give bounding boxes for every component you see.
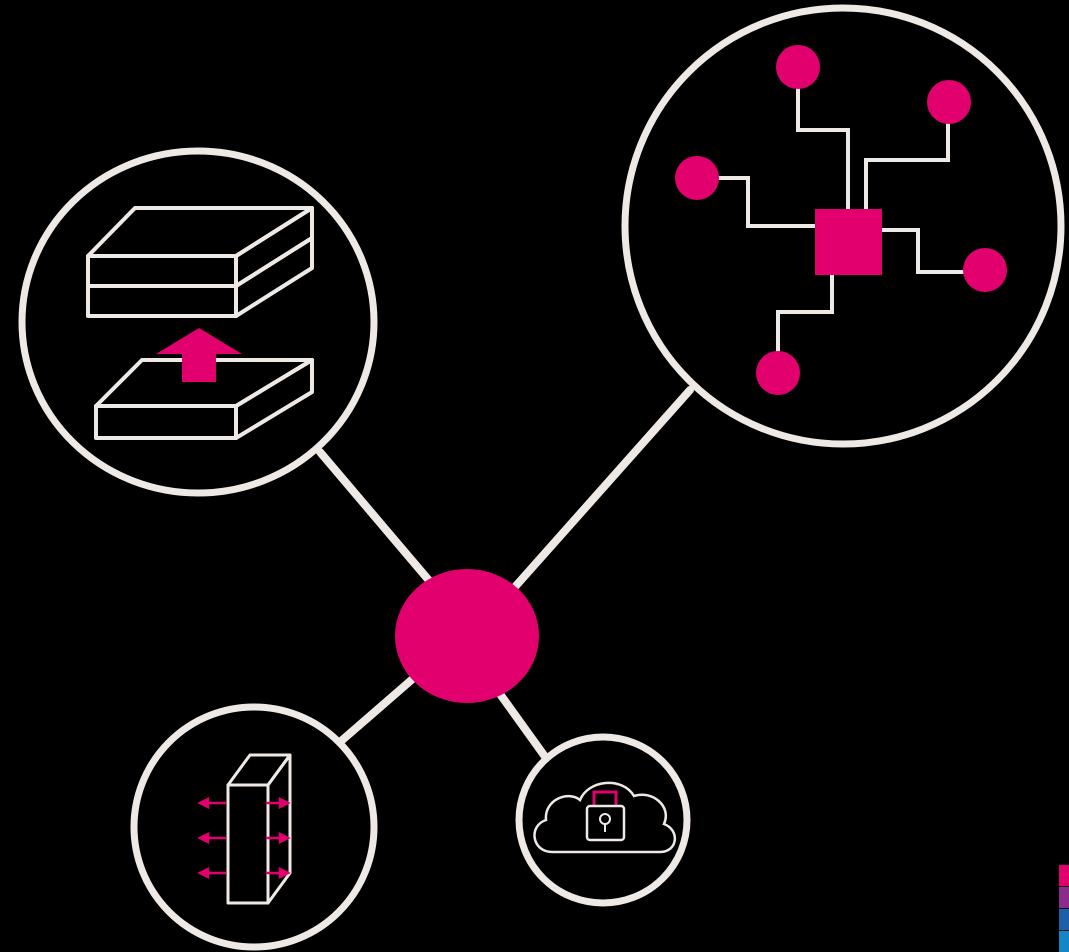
- network-endpoint-1: [776, 45, 820, 89]
- central-hub-dot[interactable]: [395, 569, 539, 703]
- connector-network: [510, 386, 694, 592]
- node-firewall[interactable]: [130, 703, 378, 951]
- stacked-layers-upgrade-icon: [86, 206, 314, 440]
- lock-shackle: [592, 790, 618, 808]
- swatch-magenta: [1059, 864, 1069, 886]
- cloud-outline: [533, 781, 676, 854]
- node-network[interactable]: [621, 4, 1065, 448]
- connector-firewall: [336, 672, 420, 746]
- network-topology-icon: [675, 45, 1007, 395]
- upgrade-arrow-icon: [156, 328, 242, 382]
- swatch-purple: [1059, 886, 1069, 908]
- firewall-traffic-arrows: [197, 796, 291, 880]
- network-switch-node: [815, 209, 882, 275]
- node-firewall-ring: [130, 703, 378, 951]
- cloud-lock-icon: [533, 781, 676, 854]
- node-cloud[interactable]: [515, 733, 691, 907]
- swatch-light-blue: [1059, 930, 1069, 952]
- connector-upgrade: [316, 448, 436, 588]
- connector-lines: [316, 386, 694, 762]
- swatch-blue: [1059, 908, 1069, 930]
- connector-cloud: [496, 690, 550, 762]
- network-endpoint-5: [756, 351, 800, 395]
- network-endpoint-2: [927, 80, 971, 124]
- network-endpoint-3: [675, 156, 719, 200]
- node-upgrade-ring: [18, 147, 378, 497]
- network-endpoint-4: [963, 248, 1007, 292]
- color-swatch-strip: [1059, 864, 1069, 952]
- node-upgrade[interactable]: [18, 147, 378, 497]
